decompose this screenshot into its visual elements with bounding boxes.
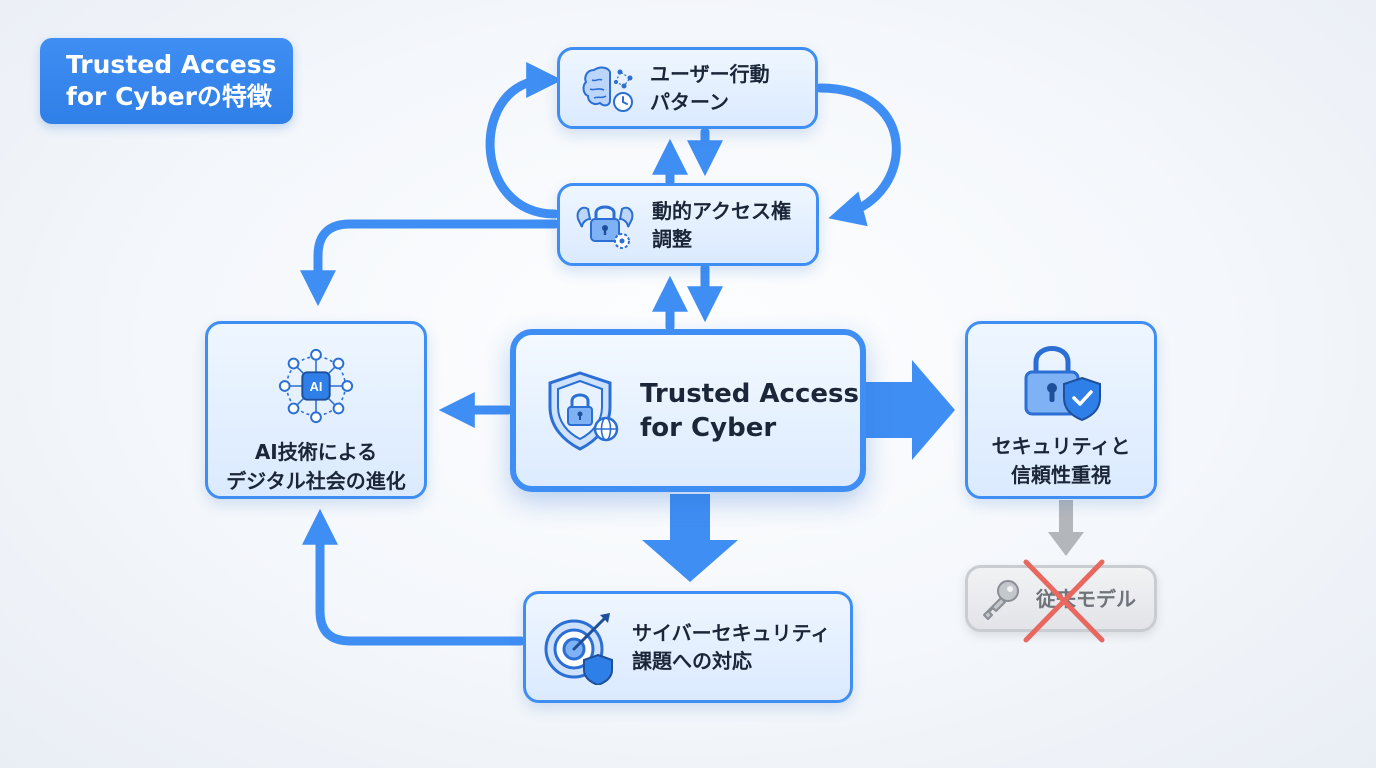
ai-chip-label: AI (310, 380, 323, 394)
title-line-1: Trusted Access (66, 50, 277, 79)
cyber-challenges-label: サイバーセキュリティ 課題への対応 (632, 621, 831, 673)
padlock-shield-icon (1024, 346, 1101, 422)
arrow-dynamic-to-user-loop (485, 62, 563, 219)
node-dynamic-access-adjustment: 動的アクセス権 調整 (557, 183, 819, 266)
title-badge: Trusted Access for Cyberの特徴 (40, 38, 293, 124)
crossed-out-mark (1023, 559, 1105, 643)
key-icon (983, 579, 1019, 620)
strong-lock-gear-icon (576, 205, 634, 249)
arrow-center-to-security (866, 360, 955, 460)
arrow-user-to-dynamic-loop (815, 83, 901, 227)
user-behavior-label: ユーザー行動 パターン (650, 62, 770, 114)
arrow-challenges-to-ai-society (302, 508, 526, 646)
security-trust-label: セキュリティと 信頼性重視 (991, 434, 1131, 487)
center-label: Trusted Access for Cyber (640, 378, 859, 443)
arrow-security-to-legacy (1048, 500, 1084, 556)
arrow-dynamic-to-ai-society (300, 219, 560, 307)
target-shield-icon (544, 613, 613, 685)
dynamic-access-label: 動的アクセス権 調整 (652, 198, 791, 251)
node-cybersecurity-challenges: サイバーセキュリティ 課題への対応 (523, 591, 853, 703)
node-legacy-model: 従来モデル (965, 559, 1157, 643)
node-ai-digital-society: AI AI技術による デジタル社会の進化 (205, 321, 427, 499)
shield-lock-globe-icon (548, 370, 619, 451)
node-trusted-access-center: Trusted Access for Cyber (510, 329, 866, 492)
arrow-center-to-challenges (642, 494, 738, 582)
node-user-behavior-pattern: ユーザー行動 パターン (557, 47, 818, 129)
ai-network-icon: AI (278, 348, 354, 424)
ai-society-label: AI技術による デジタル社会の進化 (226, 440, 406, 493)
node-security-trust: セキュリティと 信頼性重視 (965, 321, 1157, 499)
title-line-2: for Cyberの特徴 (66, 82, 272, 111)
brain-clock-icon (582, 66, 633, 112)
